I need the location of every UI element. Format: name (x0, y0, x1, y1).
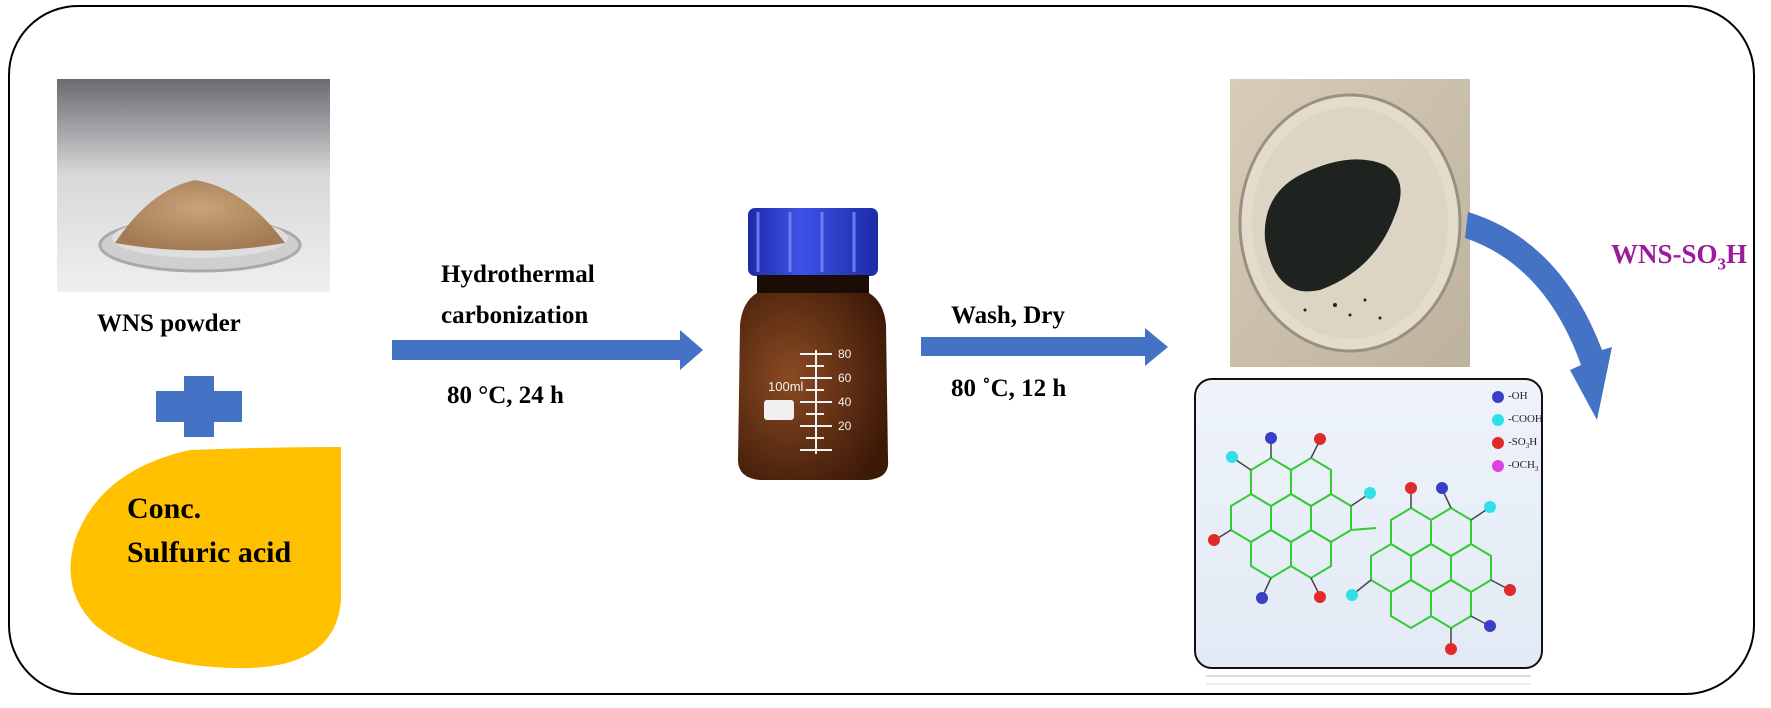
legend-och3-label: -OCH3 (1508, 459, 1539, 474)
acid-label-line1: Conc. (127, 492, 202, 525)
legend-och3-dot (1492, 460, 1504, 472)
wns-powder-label: WNS powder (97, 310, 241, 337)
functional-group-atoms (1208, 432, 1516, 655)
wns-powder-photo (57, 79, 330, 292)
bottle-mark-40: 40 (838, 395, 852, 409)
arrow-wash-dry (921, 328, 1168, 366)
sulfuric-acid-drop (70, 447, 341, 669)
legend-oh-label: -OH (1508, 390, 1528, 402)
structure-panel: -OH -COOH -SO3H -OCH3 (1194, 378, 1543, 669)
molecule-structure (1208, 432, 1516, 655)
bottle-mark-60: 60 (838, 371, 852, 385)
reaction-bottle (738, 208, 889, 480)
product-photo (1230, 79, 1470, 367)
legend-so3h-label: -SO3H (1508, 436, 1538, 451)
product-label: WNS-SO3H (1611, 239, 1748, 274)
step1-line1: Hydrothermal (441, 261, 595, 288)
legend-cooh-dot (1492, 414, 1504, 426)
legend-oh-dot (1492, 391, 1504, 403)
step1-line2: carbonization (441, 302, 589, 329)
plus-icon (156, 376, 242, 437)
step2-line1: Wash, Dry (951, 302, 1065, 329)
bottle-mark-80: 80 (838, 347, 852, 361)
bottle-volume-label: 100ml (768, 379, 804, 394)
step1-condition: 80 °C, 24 h (447, 382, 564, 409)
step2-condition: 80 ˚C, 12 h (951, 375, 1067, 402)
acid-label-line2: Sulfuric acid (127, 536, 292, 569)
bottle-mark-20: 20 (838, 419, 852, 433)
arrow-hydrothermal (392, 330, 703, 370)
legend-so3h-dot (1492, 437, 1504, 449)
diagram-frame (8, 5, 1755, 695)
legend-cooh-label: -COOH (1508, 413, 1543, 425)
arrow-to-structure (1465, 212, 1612, 420)
